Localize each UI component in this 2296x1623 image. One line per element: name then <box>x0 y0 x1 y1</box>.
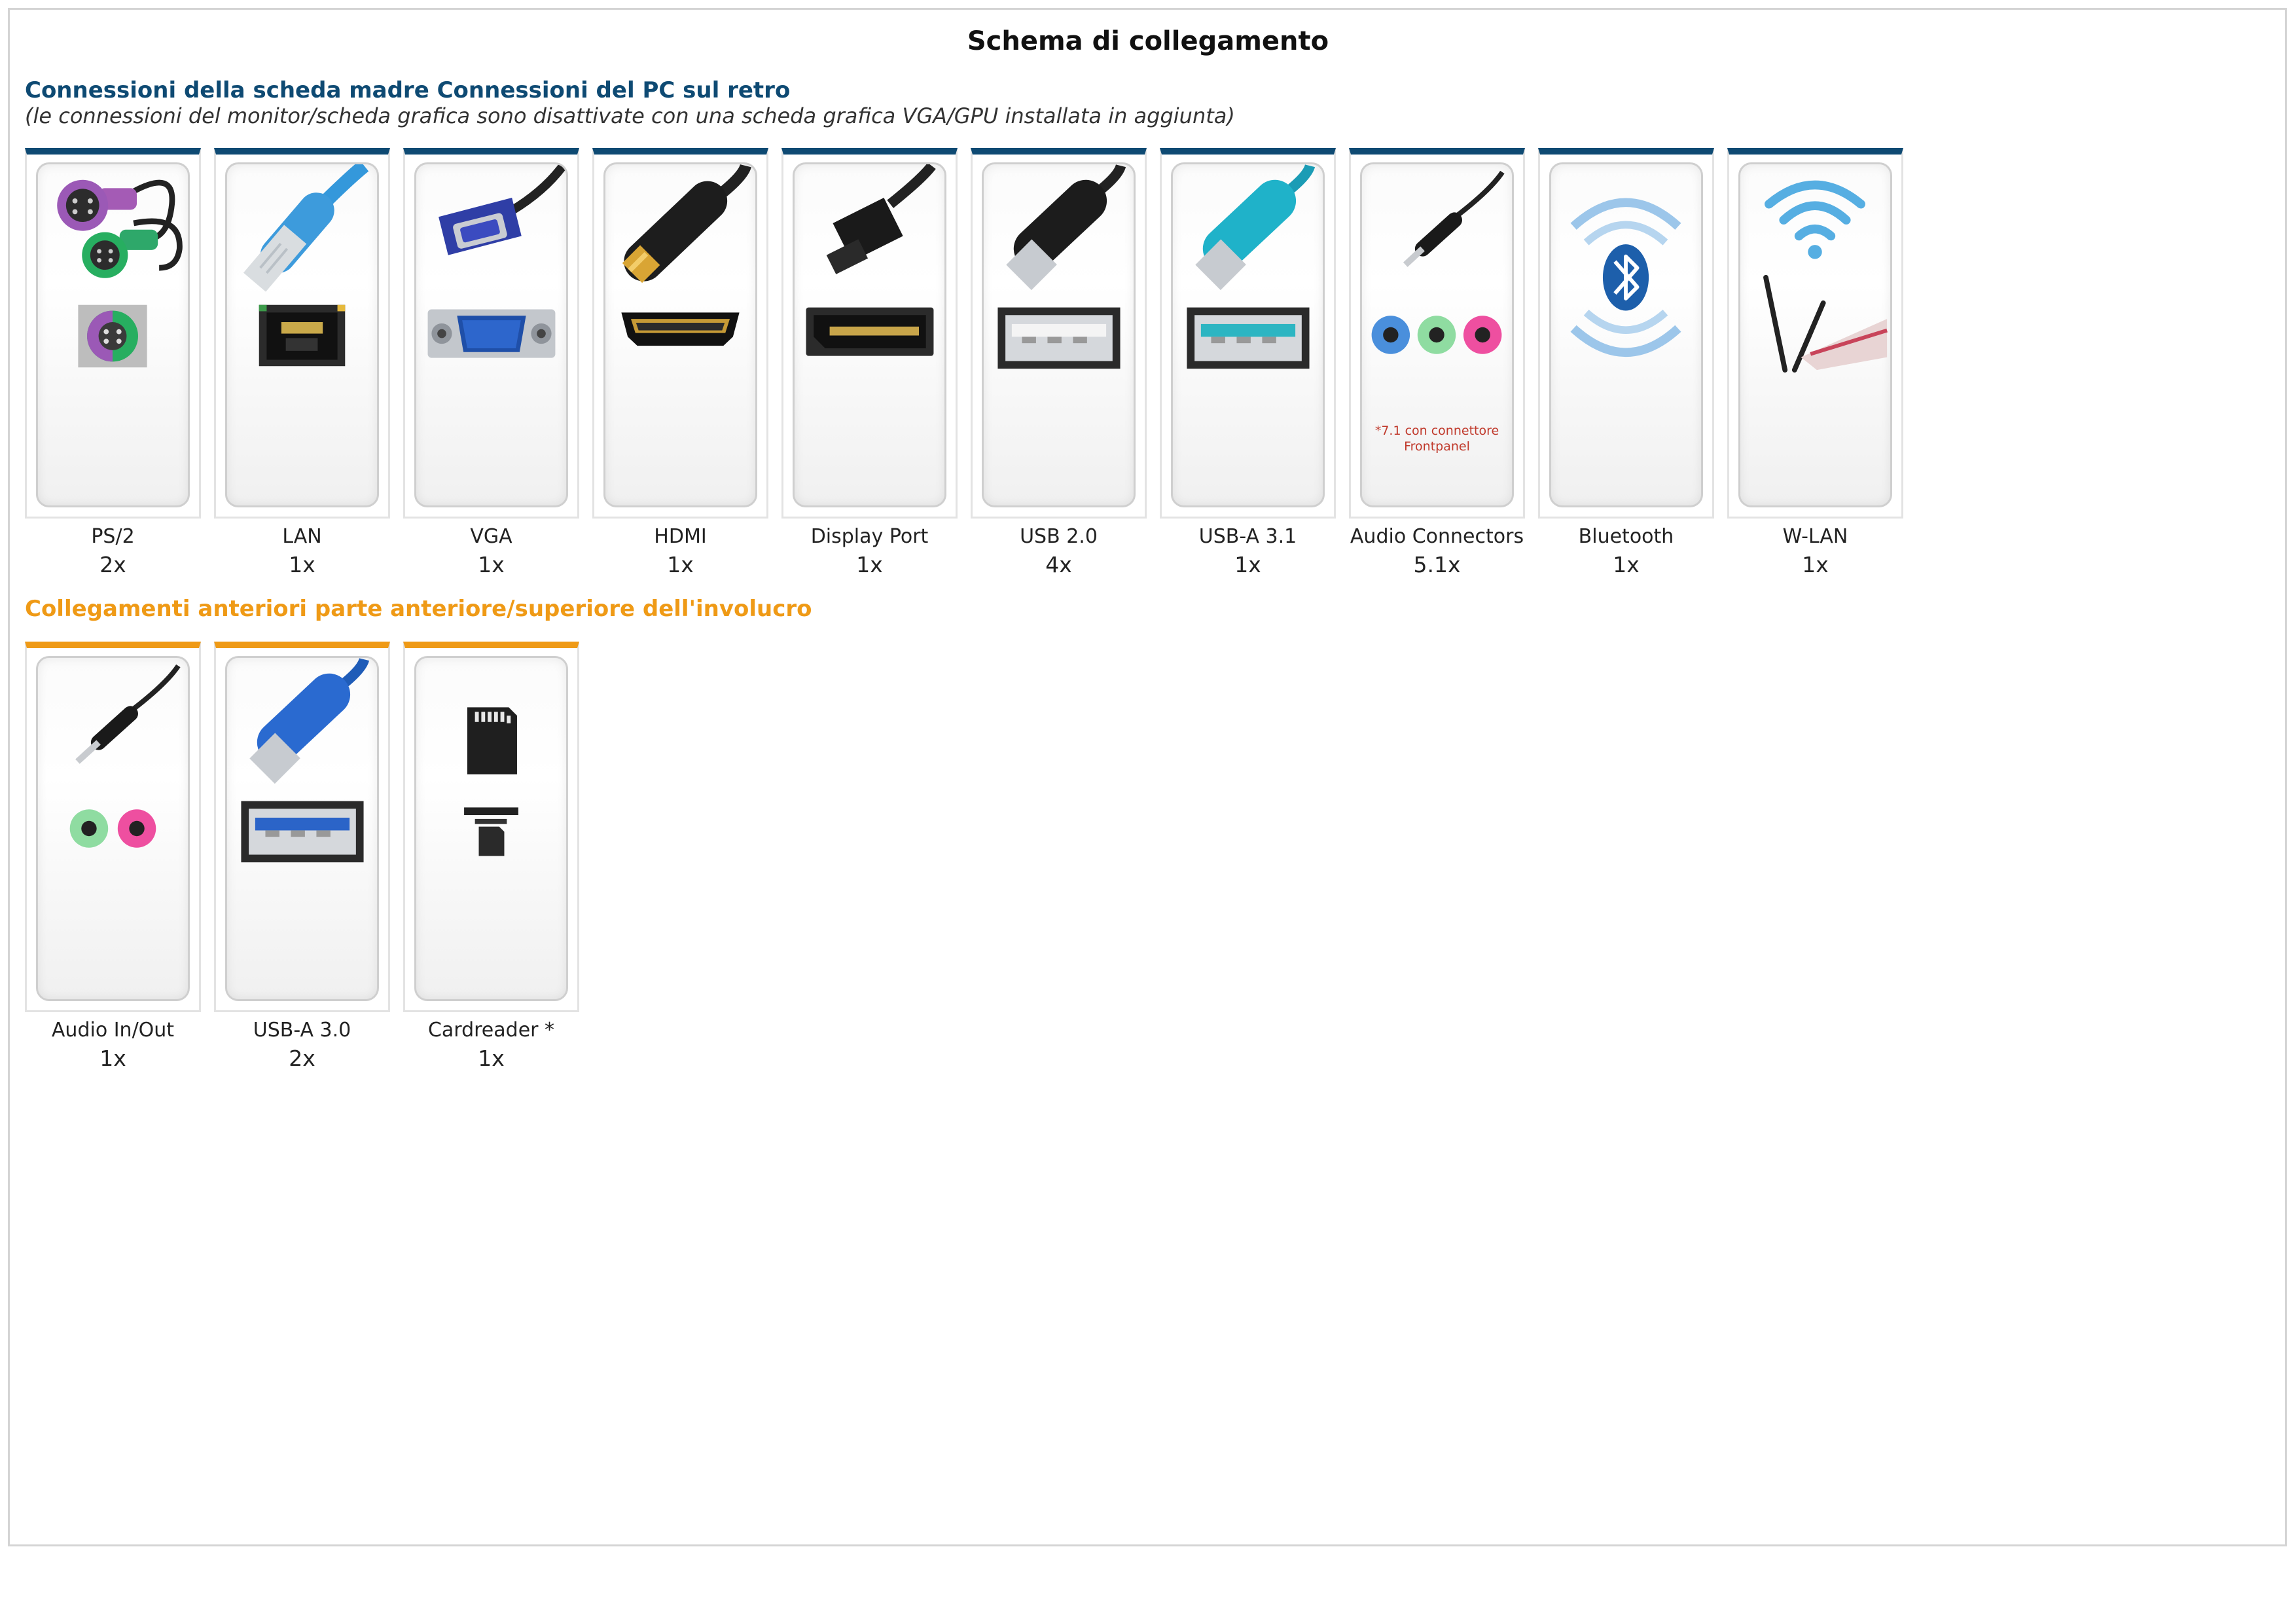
connector-label: Bluetooth <box>1578 525 1674 548</box>
connector-label: Audio In/Out <box>51 1019 175 1042</box>
connector-tile <box>781 148 958 519</box>
connector-count: 1x <box>289 552 315 577</box>
connector-card-ps2: PS/2 2x <box>25 148 201 577</box>
connector-label: USB-A 3.0 <box>253 1019 351 1042</box>
connector-count: 5.1x <box>1413 552 1461 577</box>
audio-jacks-icon <box>1371 170 1505 354</box>
connector-tile <box>25 148 201 519</box>
connector-count: 2x <box>289 1046 315 1071</box>
connector-count: 1x <box>667 552 694 577</box>
connector-tile <box>403 148 579 519</box>
usb30-connector-icon <box>241 658 370 863</box>
connector-card-audio: *7.1 con connettore Frontpanel Audio Con… <box>1349 148 1525 577</box>
page-title: Schema di collegamento <box>967 26 1329 56</box>
connector-card-lan: LAN 1x <box>214 148 390 577</box>
connector-tile <box>1160 148 1336 519</box>
connector-count: 1x <box>99 1046 126 1071</box>
ps2-connector-icon <box>57 179 183 368</box>
card-reader-icon <box>464 707 518 856</box>
connector-count: 4x <box>1045 552 1072 577</box>
connector-card-usb30: USB-A 3.0 2x <box>214 642 390 1071</box>
connector-tile: *7.1 con connettore Frontpanel <box>1349 148 1525 519</box>
connector-label: USB 2.0 <box>1020 525 1098 548</box>
wlan-icon <box>1763 180 1888 373</box>
connector-label: Cardreader * <box>427 1019 555 1042</box>
connector-count: 2x <box>99 552 126 577</box>
bluetooth-icon <box>1570 198 1681 357</box>
connector-count: 1x <box>478 552 505 577</box>
lan-connector-icon <box>243 164 369 367</box>
connector-label: HDMI <box>654 525 707 548</box>
connector-card-audio-in-out: Audio In/Out 1x <box>25 642 201 1071</box>
front-section-title: Collegamenti anteriori parte anteriore/s… <box>25 596 812 622</box>
connector-tile <box>1538 148 1714 519</box>
connector-card-wlan: W-LAN 1x <box>1727 148 1903 577</box>
connector-card-cardreader: Cardreader * 1x <box>403 642 579 1071</box>
connector-count: 1x <box>1234 552 1261 577</box>
connector-tile <box>971 148 1147 519</box>
rear-connectors-row: PS/2 2x LAN 1x <box>25 148 1903 577</box>
rear-section-title: Connessioni della scheda madre Connessio… <box>25 77 791 103</box>
connector-tile <box>214 148 390 519</box>
front-connectors-row: Audio In/Out 1x USB-A 3.0 2x <box>25 642 579 1071</box>
connector-label: VGA <box>470 525 512 548</box>
connector-label: Display Port <box>810 525 929 548</box>
connector-tile <box>403 642 579 1012</box>
connector-tile <box>214 642 390 1012</box>
connector-tile <box>1727 148 1903 519</box>
connector-card-usb2: USB 2.0 4x <box>971 148 1147 577</box>
usb31-connector-icon <box>1187 164 1316 369</box>
usb2-connector-icon <box>997 164 1126 369</box>
connector-count: 1x <box>1613 552 1640 577</box>
connector-card-hdmi: HDMI 1x <box>592 148 768 577</box>
connector-count: 1x <box>856 552 883 577</box>
connector-label: PS/2 <box>91 525 135 548</box>
connector-tile <box>592 148 768 519</box>
connector-count: 1x <box>1802 552 1829 577</box>
connector-card-vga: VGA 1x <box>403 148 579 577</box>
audio-7-1-note: *7.1 con connettore Frontpanel <box>1374 424 1499 454</box>
rear-section-note: (le connessioni del monitor/scheda grafi… <box>25 103 1235 128</box>
connector-label: USB-A 3.1 <box>1198 525 1297 548</box>
hdmi-connector-icon <box>621 164 751 346</box>
connector-label: LAN <box>282 525 322 548</box>
connector-label: Audio Connectors <box>1350 525 1524 548</box>
connector-card-bluetooth: Bluetooth 1x <box>1538 148 1714 577</box>
vga-connector-icon <box>427 164 566 358</box>
connector-card-displayport: Display Port 1x <box>781 148 958 577</box>
connector-tile <box>25 642 201 1012</box>
connector-count: 1x <box>478 1046 505 1071</box>
connector-card-usb31: USB-A 3.1 1x <box>1160 148 1336 577</box>
page-frame <box>8 8 2287 1546</box>
displayport-connector-icon <box>806 164 936 356</box>
connector-label: W-LAN <box>1782 525 1848 548</box>
audio-in-out-icon <box>69 664 181 848</box>
